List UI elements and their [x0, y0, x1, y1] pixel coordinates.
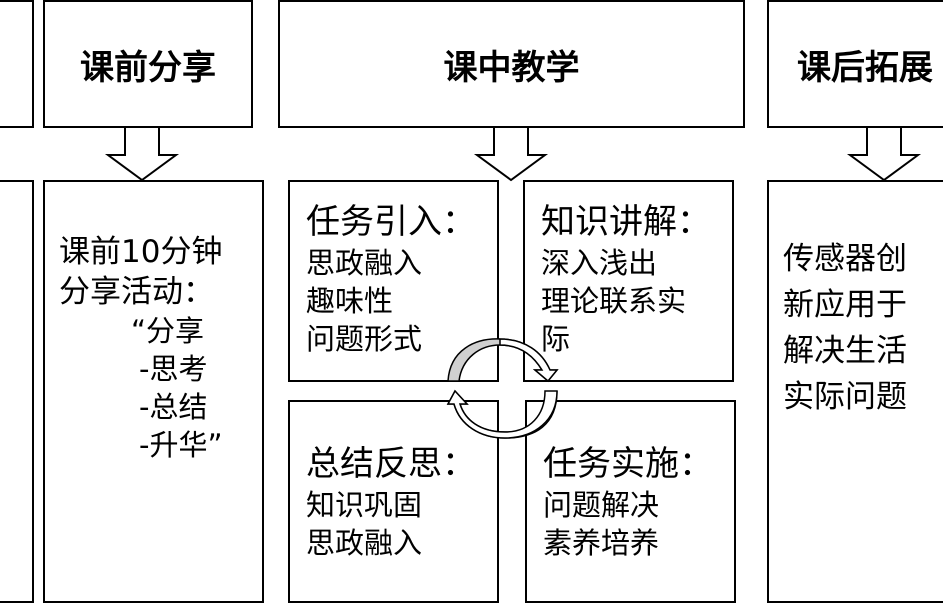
quadrant-line: 际: [541, 322, 571, 356]
quadrant-title: 任务引入：: [306, 202, 476, 242]
quadrant-line: 趣味性: [306, 284, 394, 318]
quadrant-line: 问题解决: [543, 488, 660, 522]
quadrant-knowledge: 知识讲解： 深入浅出 理论联系实 际: [523, 180, 734, 382]
quadrant-line: 知识巩固: [306, 488, 423, 522]
quadrant-line: 问题形式: [306, 322, 423, 356]
header-in-class: 课中教学: [278, 0, 745, 128]
quadrant-line: 素养培养: [543, 526, 660, 560]
quadrant-line: 深入浅出: [541, 246, 658, 280]
down-arrow-icon: [473, 128, 549, 182]
post-line: 新应用于: [783, 287, 907, 323]
header-post-class: 课后拓展: [767, 0, 943, 128]
cycle-arrow-top-white-icon: [499, 338, 559, 383]
post-line: 实际问题: [783, 379, 907, 415]
quadrant-title: 任务实施：: [543, 444, 713, 484]
quadrant-line: 思政融入: [306, 246, 423, 280]
partial-left-content: [0, 180, 34, 603]
quadrant-summary: 总结反思： 知识巩固 思政融入: [288, 400, 499, 603]
pre-step: “分享: [131, 314, 205, 348]
quadrant-title: 知识讲解：: [541, 202, 711, 242]
pre-title-line: 分享活动：: [59, 274, 214, 310]
post-line: 传感器创: [783, 241, 907, 277]
quadrant-task-intro: 任务引入： 思政融入 趣味性 问题形式: [288, 180, 499, 382]
header-label: 课中教学: [443, 47, 580, 88]
header-pre-class: 课前分享: [43, 0, 253, 128]
pre-class-content: 课前10分钟 分享活动： “分享 -思考 -总结 -升华”: [43, 180, 264, 603]
quadrant-line: 思政融入: [306, 526, 423, 560]
pre-step: -思考: [139, 352, 208, 386]
post-line: 解决生活: [783, 333, 907, 369]
partial-left-header: [0, 0, 34, 128]
pre-title-line: 课前10分钟: [59, 234, 223, 270]
quadrant-title: 总结反思：: [306, 444, 476, 484]
pre-step: -总结: [139, 390, 208, 424]
header-label: 课后拓展: [797, 47, 933, 88]
header-label: 课前分享: [80, 47, 216, 88]
post-class-content: 传感器创 新应用于 解决生活 实际问题: [767, 180, 943, 603]
cycle-arrow-bottom-white-icon: [446, 389, 558, 439]
quadrant-line: 理论联系实: [541, 284, 687, 318]
quadrant-implementation: 任务实施： 问题解决 素养培养: [525, 400, 736, 603]
pre-step: -升华”: [139, 428, 223, 462]
